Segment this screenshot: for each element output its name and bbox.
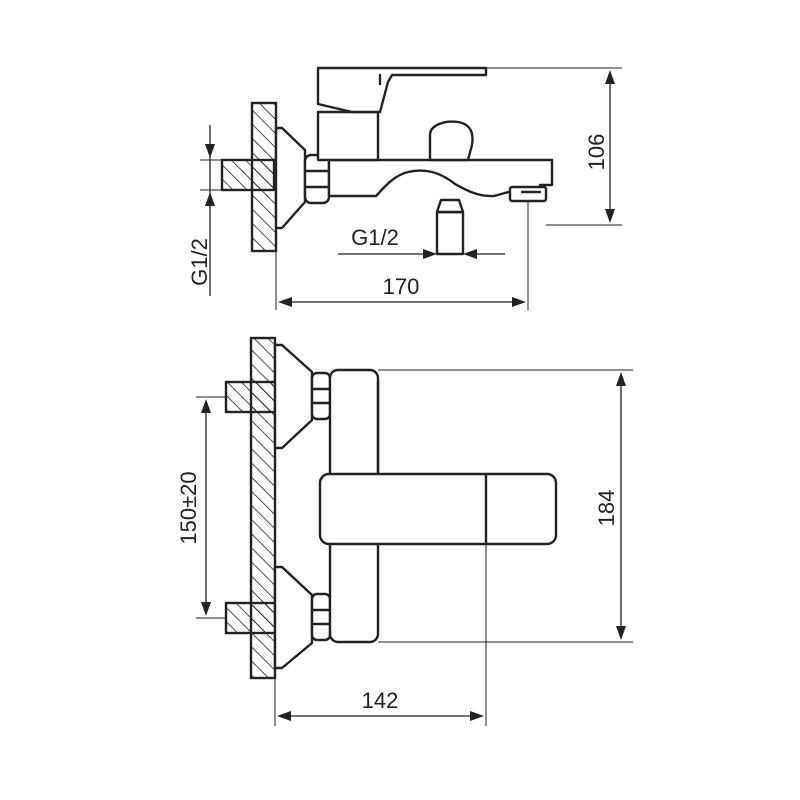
side-diverter-knob [428,120,474,162]
dimension-150-label: 150±20 [176,471,201,544]
front-upper-escutcheon [273,343,314,450]
front-view: 150±20 184 142 [176,336,633,726]
side-supply-pipe [220,158,276,192]
dimension-150: 150±20 [176,396,226,619]
dimension-142: 142 [274,544,487,726]
dimension-g12-outlet-label: G1/2 [351,225,399,250]
dimension-106: 106 [486,67,622,226]
dimension-184: 184 [378,369,633,643]
dimension-g12-vertical-label: G1/2 [187,238,212,286]
side-hex-nut [303,153,331,205]
front-upper-nut [310,371,332,421]
side-lever-handle [316,66,488,114]
side-spout-outlet [508,185,548,203]
front-lower-nut [310,592,332,642]
front-lever-handle [318,472,558,546]
side-cartridge-column [316,110,380,162]
front-upper-pipe [224,380,278,414]
side-faucet-body [327,158,554,198]
dimension-142-label: 142 [362,688,399,713]
dimension-g12-vertical: G1/2 [187,125,246,296]
dimension-170-label: 170 [383,274,420,299]
dimension-184-label: 184 [594,490,619,527]
dimension-g12-outlet: G1/2 [338,225,505,259]
side-diverter-outlet [435,198,465,256]
dimension-170: 170 [275,201,529,310]
front-lower-pipe [224,601,278,635]
dimension-106-label: 106 [584,134,609,171]
side-escutcheon [274,126,307,230]
front-lower-escutcheon [273,565,314,670]
side-view: 106 G1/2 G1/2 170 [187,66,622,310]
